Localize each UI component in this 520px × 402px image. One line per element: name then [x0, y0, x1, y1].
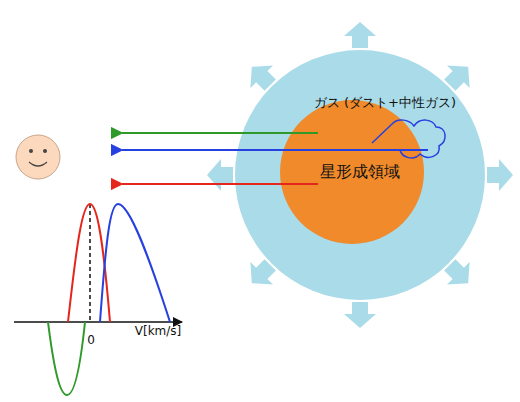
velocity-axis — [14, 321, 182, 323]
region-circle — [235, 50, 485, 300]
star-forming-region: 星形成領域 — [280, 100, 424, 244]
outflow-arrow — [207, 159, 233, 191]
region-label: ガス (ダスト+中性ガス) — [314, 95, 456, 111]
face-outline — [16, 135, 60, 179]
region-label: 星形成領域 — [320, 162, 400, 181]
face-smile — [29, 162, 47, 166]
outflow-arrow — [487, 159, 513, 191]
observer-face — [16, 135, 60, 179]
axis-tick-label: 0 — [87, 333, 95, 347]
outflow-arrow — [344, 22, 376, 48]
face-eye — [43, 149, 47, 153]
axis-title: V[km/s] — [135, 324, 182, 338]
outflow-arrow — [344, 302, 376, 328]
emission-profile — [68, 204, 110, 322]
sightline-arrow — [122, 132, 318, 134]
absorption-profile — [48, 322, 85, 395]
zero-line — [89, 204, 91, 322]
shifted-profile — [100, 204, 170, 322]
outflow-arrows — [207, 22, 513, 328]
region-circle — [280, 100, 424, 244]
sightline-arrow — [122, 183, 318, 185]
face-eye — [29, 149, 33, 153]
sightline-arrow — [122, 149, 428, 151]
gas-region: ガス (ダスト+中性ガス) 星形成領域 — [235, 50, 485, 300]
